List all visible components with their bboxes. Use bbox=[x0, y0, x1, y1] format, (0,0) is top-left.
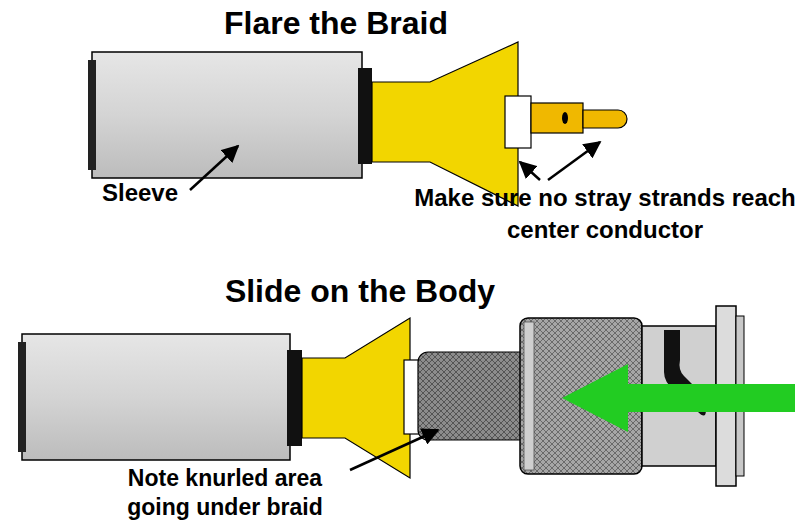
note: Note knurled area going under braid bbox=[95, 464, 355, 522]
bottom-assembly bbox=[18, 306, 795, 486]
solder-hole bbox=[562, 112, 568, 124]
sleeve bbox=[92, 52, 362, 178]
pin-tip bbox=[583, 110, 627, 128]
cable-jacket bbox=[287, 350, 302, 446]
cable-jacket bbox=[358, 68, 372, 164]
note: Make sure no stray strands reach center … bbox=[412, 182, 798, 246]
leader-line bbox=[548, 142, 600, 180]
sleeve-end bbox=[18, 342, 26, 452]
dielectric bbox=[505, 96, 531, 148]
nut-edge bbox=[524, 322, 534, 470]
direction-arrow bbox=[562, 364, 795, 432]
leader-line bbox=[350, 430, 438, 470]
section-heading: Flare the Braid bbox=[0, 4, 672, 42]
sleeve-end bbox=[88, 60, 96, 170]
part-name: Sleeve bbox=[90, 178, 190, 208]
section-heading: Slide on the Body bbox=[160, 272, 560, 310]
flared-braid bbox=[302, 318, 410, 478]
leader-line bbox=[520, 162, 540, 180]
center-pin bbox=[531, 103, 583, 133]
sleeve bbox=[22, 334, 290, 460]
leader-line bbox=[190, 146, 238, 190]
flared-braid bbox=[372, 42, 518, 206]
